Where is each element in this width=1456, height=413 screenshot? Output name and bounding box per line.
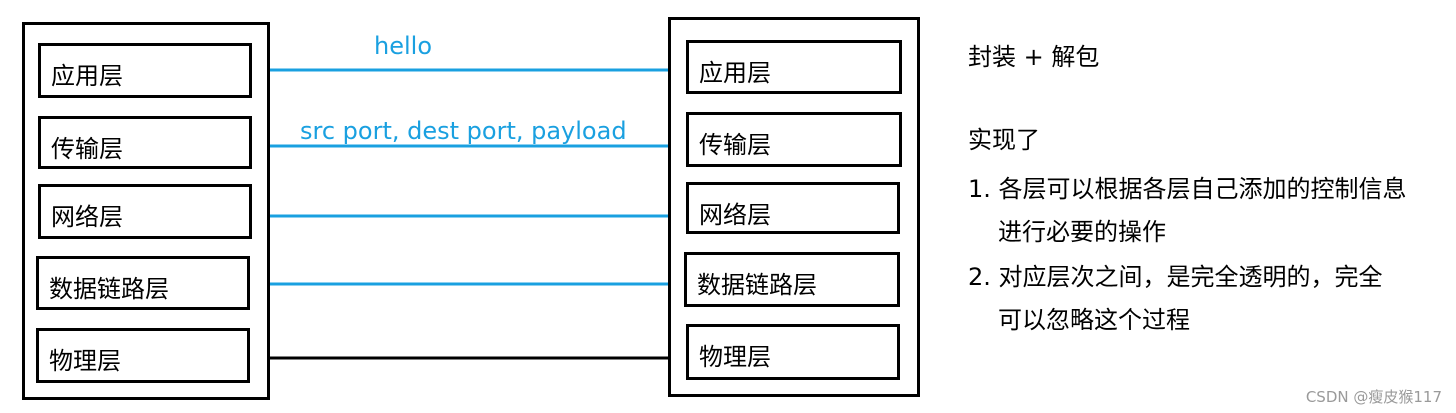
layer-label: 网络层 <box>699 201 771 229</box>
notes-title: 封装 + 解包 <box>968 43 1100 71</box>
notes-item-1-line-2: 进行必要的操作 <box>998 218 1166 246</box>
notes-item-2-line-1: 2. 对应层次之间，是完全透明的，完全 <box>968 263 1383 291</box>
right-layer-datalink: 数据链路层 <box>684 252 900 307</box>
layer-label: 数据链路层 <box>49 275 169 303</box>
label-transport-header: src port, dest port, payload <box>300 117 627 145</box>
left-layer-application: 应用层 <box>38 43 252 98</box>
right-layer-transport: 传输层 <box>686 112 902 167</box>
layer-label: 数据链路层 <box>697 271 817 299</box>
left-layer-physical: 物理层 <box>36 328 250 383</box>
notes-subtitle: 实现了 <box>968 126 1040 154</box>
layer-label: 应用层 <box>699 59 771 87</box>
layer-label: 传输层 <box>699 131 771 159</box>
layer-label: 应用层 <box>51 62 123 90</box>
layer-label: 传输层 <box>51 135 123 163</box>
notes-item-2-line-2: 可以忽略这个过程 <box>998 306 1190 334</box>
label-hello: hello <box>374 32 432 60</box>
right-layer-application: 应用层 <box>686 40 902 94</box>
left-layer-transport: 传输层 <box>38 116 252 169</box>
watermark: CSDN @瘦皮猴117 <box>1305 388 1442 406</box>
right-layer-network: 网络层 <box>686 182 900 234</box>
notes-item-1-line-1: 1. 各层可以根据各层自己添加的控制信息 <box>968 175 1407 203</box>
left-layer-datalink: 数据链路层 <box>36 256 250 310</box>
layer-label: 网络层 <box>51 203 123 231</box>
layer-label: 物理层 <box>49 347 121 375</box>
layer-label: 物理层 <box>699 343 771 371</box>
left-layer-network: 网络层 <box>38 184 252 239</box>
right-layer-physical: 物理层 <box>686 324 900 380</box>
